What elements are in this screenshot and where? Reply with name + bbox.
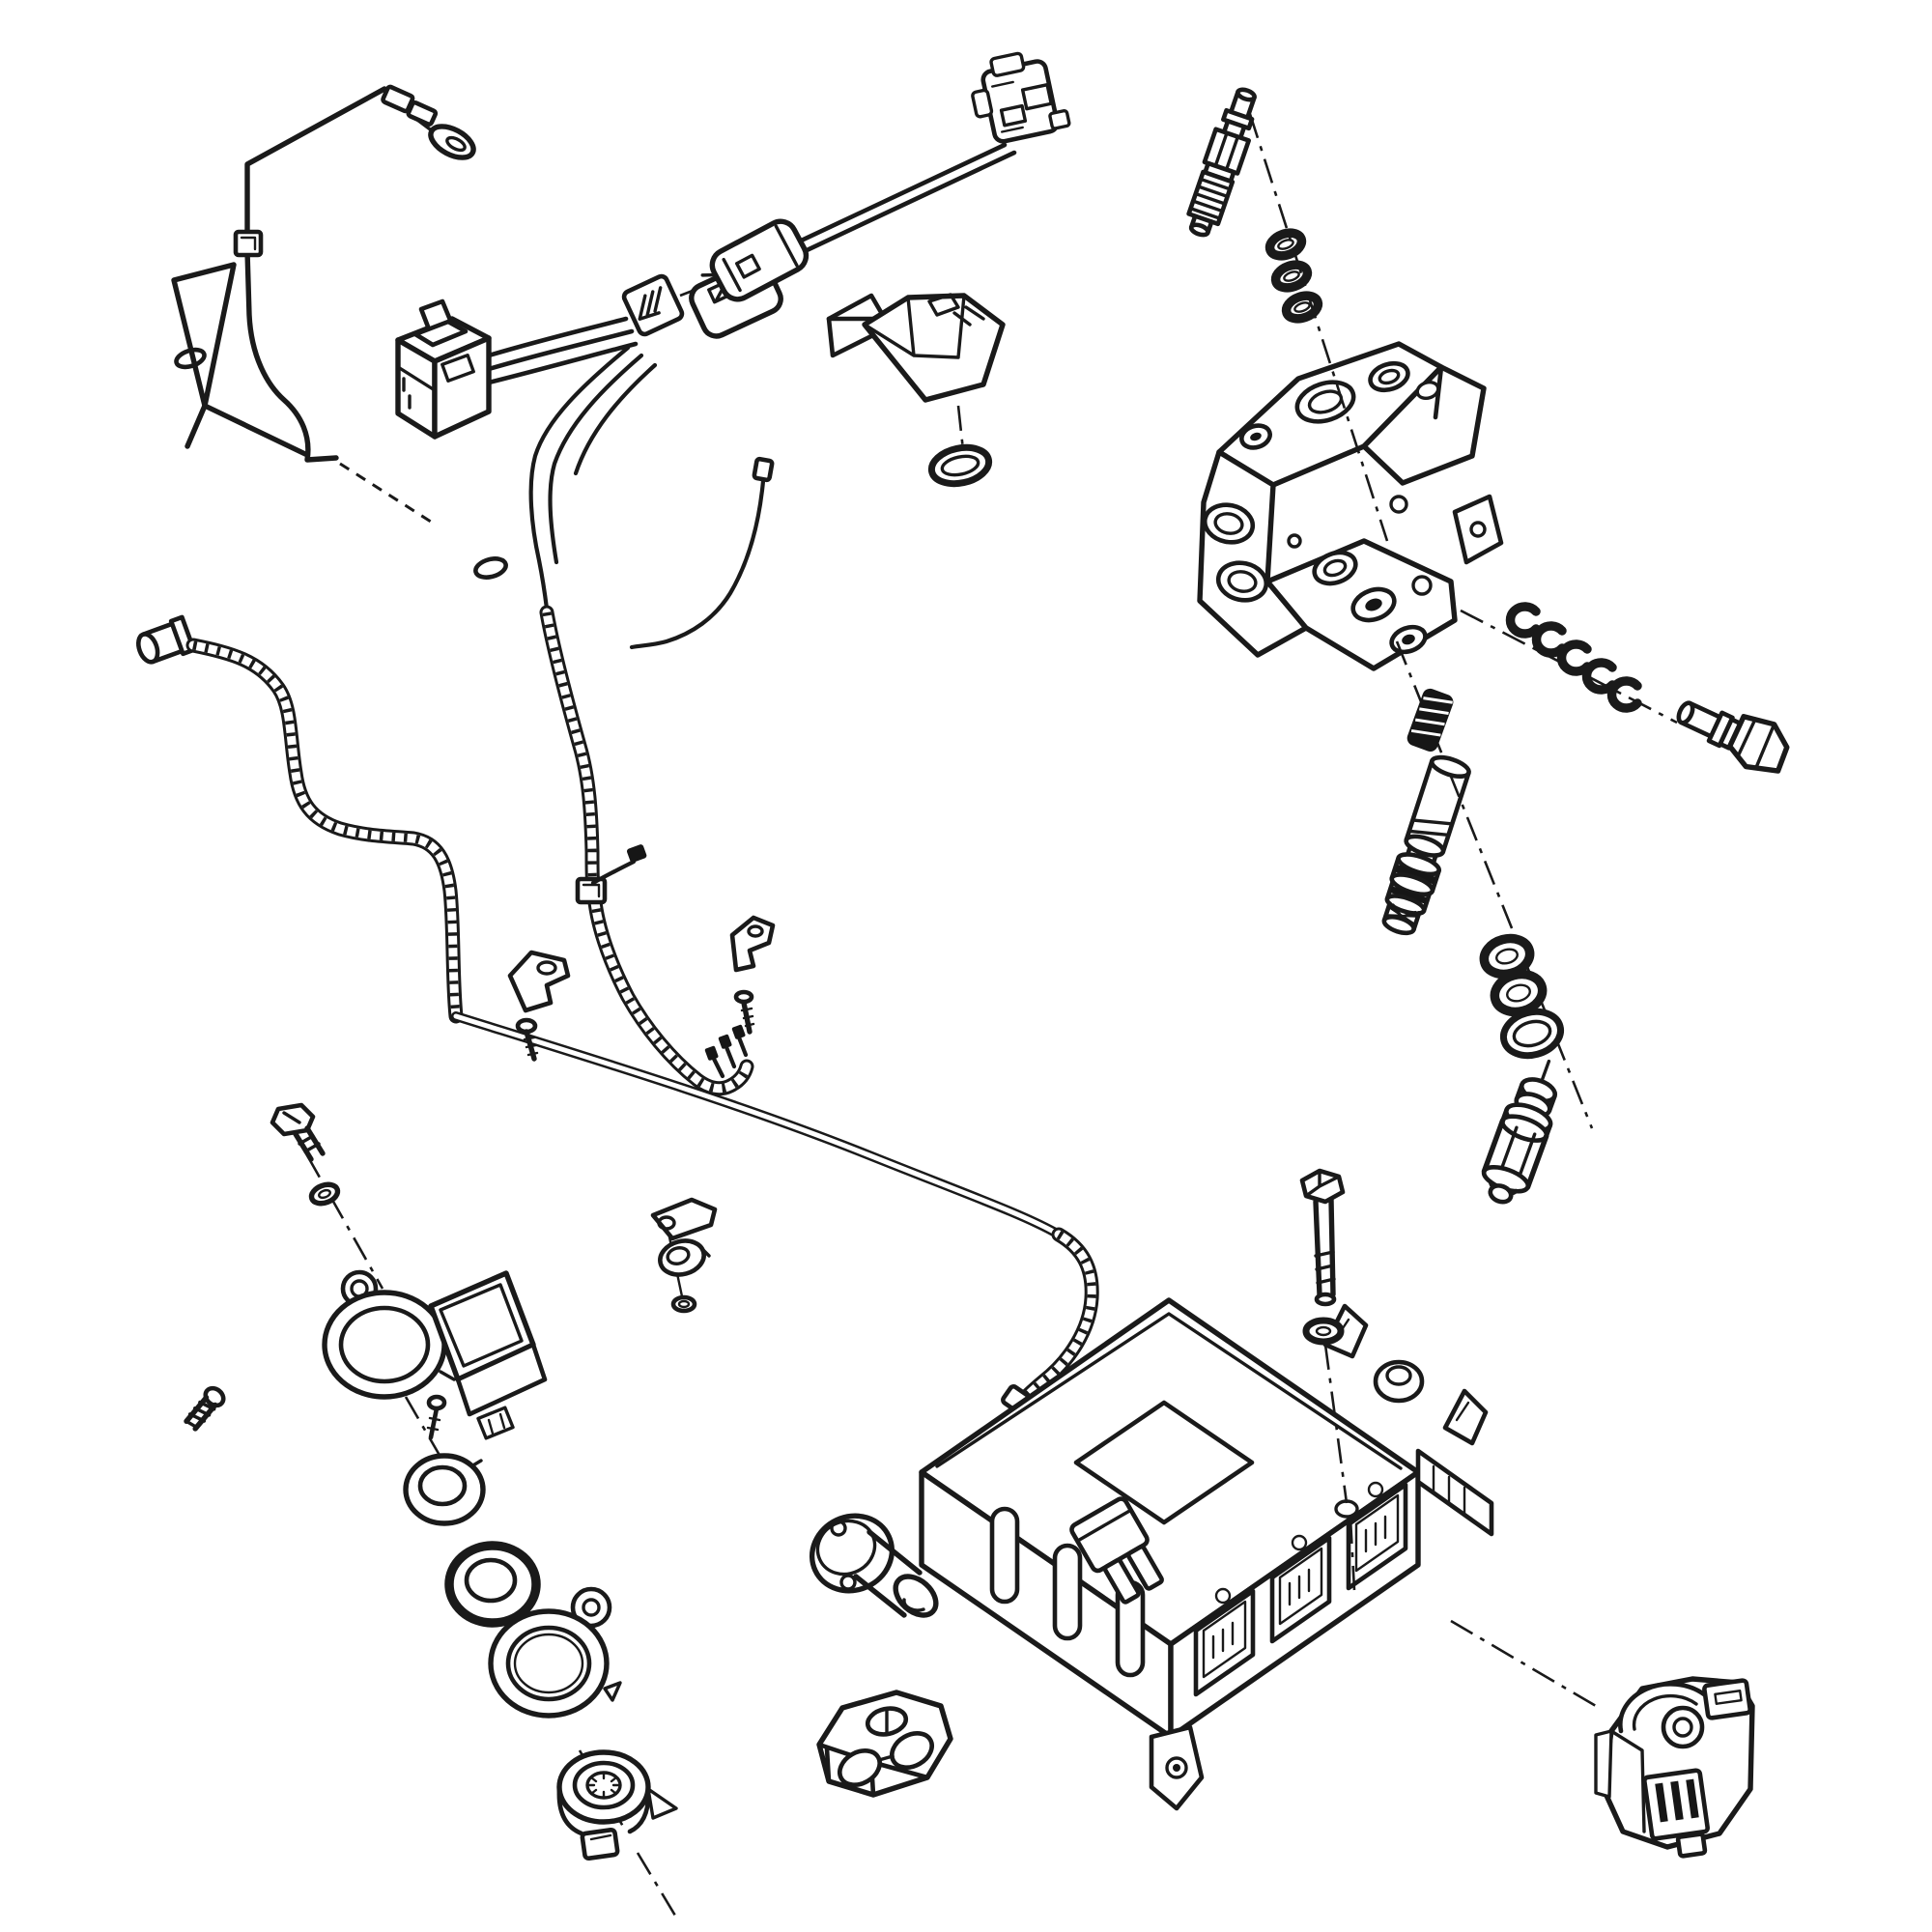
- ignition-switch: Ignition switch: [556, 1749, 678, 1861]
- control-unit: Electronic control unit: [919, 1297, 1494, 1811]
- jumper-connector-bottom: [700, 218, 810, 303]
- tube-end-connector-left: [136, 614, 197, 665]
- harness-branch: Harness branch with terminals: [339, 345, 775, 1096]
- ecu-connector: Harness connector: [1594, 1676, 1755, 1859]
- bracket-screw-a: Bracket with screw: [507, 950, 571, 1062]
- hex-sensor: Sender unit: [826, 293, 1006, 403]
- solenoid-cartridge: Solenoid valve cartridge: [1186, 87, 1257, 238]
- immobilizer-ring: Immobilizer antenna ring: [322, 1269, 456, 1400]
- ignition-bolt: Shear bolt: [270, 1102, 326, 1162]
- spool-o-rings: O-ring set (3): [1479, 933, 1565, 1060]
- immobilizer-module: Immobilizer reader module: [426, 1270, 548, 1440]
- blade-fuse: Fuse: [1069, 1496, 1164, 1605]
- cable-clamp-block: Double cable clamp block: [816, 1690, 953, 1798]
- mounting-bolt: Hex flange bolt: [1299, 1168, 1346, 1307]
- jumper-connector-top: [971, 51, 1071, 144]
- engine-wiring-lead: Wiring lead with ring terminal and clips: [171, 84, 476, 463]
- branch-connector: [626, 844, 647, 863]
- lock-seal-ring: Seal ring: [444, 1541, 541, 1628]
- hex-plug: Plug screw: [1676, 700, 1790, 774]
- ignition-screw: Screw: [184, 1385, 226, 1432]
- ring-terminal-cluster: [381, 84, 476, 160]
- ecu-label-plate: [1073, 1400, 1255, 1525]
- ecu-connector-bays: [1193, 1481, 1408, 1697]
- harness-terminals: [704, 1024, 749, 1079]
- bolt-washer: Washer: [1302, 1317, 1345, 1346]
- grommet-oval-2: [473, 556, 508, 580]
- pigtail-connector: [629, 456, 775, 650]
- jumper-cable: Adapter cable with connectors: [700, 51, 1071, 303]
- valve-spring: Valve spring: [1406, 688, 1454, 752]
- sensor-o-ring: O-ring: [927, 443, 993, 488]
- lock-mount-ring: Mounting ring with tab: [488, 1586, 622, 1719]
- terminal-lock-clip: Connector lock clip: [621, 273, 685, 337]
- main-harness-tube: Main harness tube with end connectors: [136, 614, 1099, 1424]
- ignition-washer: Washer: [308, 1181, 341, 1207]
- valve-block: Control valve block: [1197, 341, 1504, 671]
- bracket-screw-c: Bracket with screw: [729, 915, 776, 1035]
- relief-valve: Relief valve poppet: [1481, 1059, 1558, 1205]
- rocker-switch: Rocker switch: [395, 298, 639, 440]
- tube-clamp-kit: Clamp kit (strap, cushion clamp, nut): [650, 1197, 718, 1314]
- grommet-oval: [174, 347, 207, 370]
- valve-spool: Valve spool: [1381, 754, 1471, 936]
- flanged-plug: Flanged plug: [809, 1513, 939, 1618]
- retaining-clips: Retaining clip set (5): [1505, 602, 1642, 713]
- lock-bushing: Lock bushing: [403, 1453, 486, 1526]
